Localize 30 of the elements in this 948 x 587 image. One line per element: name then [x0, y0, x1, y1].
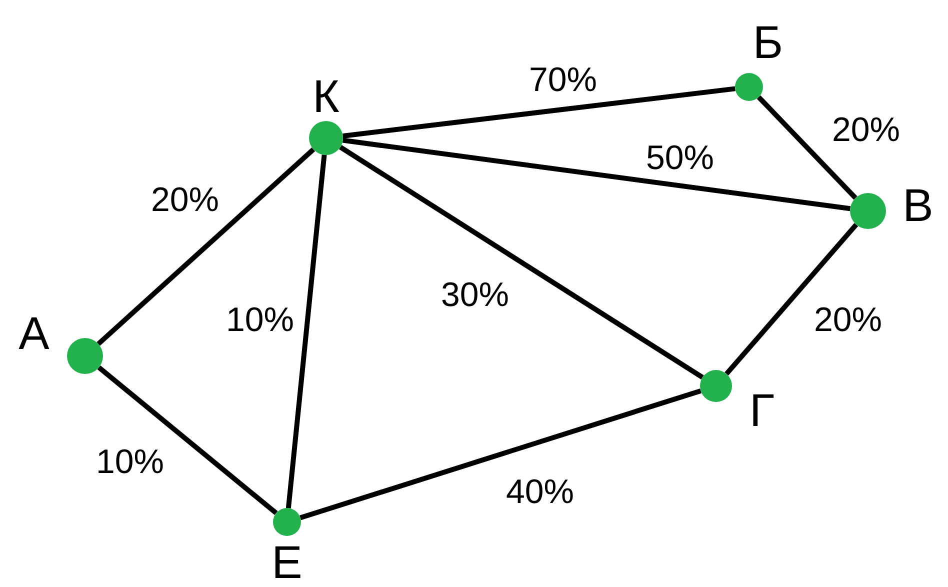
edge-label: 20%	[832, 113, 900, 147]
vertex-label: Е	[272, 539, 302, 585]
edge-label: 50%	[646, 141, 714, 175]
vertex-dot	[67, 338, 103, 374]
edge-label: 10%	[96, 445, 164, 479]
connector-line	[339, 145, 704, 380]
edge-label: 20%	[814, 303, 882, 337]
connector-line	[286, 154, 327, 508]
connector-line	[724, 222, 858, 376]
vertex-label: К	[312, 73, 340, 119]
vertex-label: В	[902, 182, 934, 228]
vertex-dot	[850, 193, 886, 229]
vertex-label: Г	[750, 387, 774, 433]
vertex-label: А	[18, 310, 50, 356]
edge-label: 20%	[150, 183, 220, 217]
edge-label: 40%	[506, 475, 574, 509]
connector-line	[342, 138, 850, 212]
vertex-dot	[700, 370, 732, 402]
connector-line	[96, 148, 316, 346]
connector-line	[342, 86, 736, 138]
connector-line	[756, 95, 858, 200]
vertex-label: Б	[752, 19, 784, 65]
connector-line	[300, 388, 702, 520]
edge-label: 30%	[440, 278, 510, 312]
edge-label: 70%	[528, 63, 598, 97]
edge-label: 10%	[226, 303, 294, 337]
vertex-dot	[309, 121, 343, 155]
connector-line	[97, 366, 278, 516]
vertex-dot	[735, 73, 763, 101]
vertex-dot	[273, 508, 301, 536]
